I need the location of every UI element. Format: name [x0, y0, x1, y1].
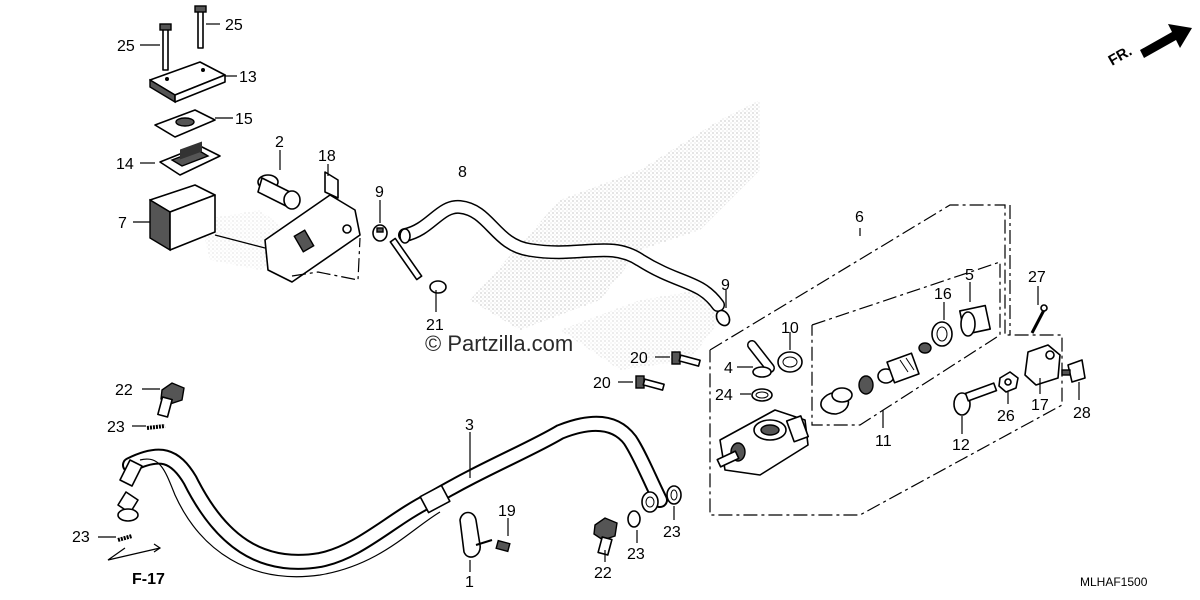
- callout-8: 8: [458, 164, 467, 181]
- callout-24: 24: [715, 387, 733, 404]
- pin-28: [1061, 359, 1086, 383]
- callout-3: 3: [465, 417, 474, 434]
- callout-1: 1: [465, 574, 474, 591]
- hose-clamp-1: [459, 511, 493, 558]
- callout-9-lower: 9: [721, 277, 730, 294]
- callout-18: 18: [318, 148, 336, 165]
- callout-6: 6: [855, 209, 864, 226]
- callout-22-lower: 22: [594, 565, 612, 582]
- washer-23-b: [117, 534, 133, 542]
- hose-clamp-9-lower: [715, 309, 731, 327]
- callout-22-upper: 22: [115, 382, 133, 399]
- reservoir-hose-8: [398, 200, 725, 312]
- callout-13: 13: [239, 69, 257, 86]
- diaphragm-14: [159, 145, 221, 176]
- washer-23-c: [627, 510, 641, 528]
- bolt-25-right: [194, 5, 207, 49]
- reservoir-7: [149, 141, 216, 252]
- callout-25-right: 25: [225, 17, 243, 34]
- hose-fitting-right: [641, 491, 659, 513]
- callout-26: 26: [997, 408, 1015, 425]
- callout-11: 11: [875, 433, 892, 450]
- callout-20-upper: 20: [630, 350, 648, 367]
- joint-4: [747, 340, 775, 378]
- callout-15: 15: [235, 111, 253, 128]
- callout-21: 21: [426, 317, 444, 334]
- nut-26: [998, 371, 1019, 393]
- bolt-20-upper: [671, 351, 701, 367]
- callout-12: 12: [952, 437, 970, 454]
- callout-4: 4: [724, 360, 733, 377]
- callout-9-upper: 9: [375, 184, 384, 201]
- callout-labels: 25 25 13 15 14 7 2 18 9 8 21 6 9 10 4 24…: [72, 17, 1091, 591]
- front-direction-label: FR.: [1106, 43, 1135, 70]
- circlip-10: [777, 351, 803, 373]
- callout-17: 17: [1031, 397, 1049, 414]
- rod-joint-17: [1024, 344, 1061, 386]
- assembly-11-boundary: [811, 261, 1001, 426]
- oil-bolt-22-lower: [593, 517, 618, 556]
- watermark-text: © Partzilla.com: [425, 331, 573, 356]
- snap-ring-16: [931, 321, 953, 347]
- callout-23-right: 23: [663, 524, 681, 541]
- callout-7: 7: [118, 215, 127, 232]
- o-ring-24: [751, 388, 773, 402]
- washer-23-d: [666, 485, 682, 505]
- callout-25-left: 25: [117, 38, 135, 55]
- reservoir-cap-13: [149, 61, 226, 104]
- boot-5: [958, 304, 992, 337]
- connector-2: [257, 174, 301, 210]
- bolt-19: [495, 539, 511, 553]
- front-direction-arrow: FR.: [1106, 24, 1192, 70]
- bolt-20-lower: [635, 375, 665, 391]
- callout-20-lower: 20: [593, 375, 611, 392]
- callout-27: 27: [1028, 269, 1046, 286]
- master-cylinder-body: [716, 409, 810, 476]
- brake-hose-3: [117, 415, 668, 578]
- push-rod-12: [953, 382, 998, 416]
- callout-23-left: 23: [72, 529, 90, 546]
- diaphragm-plate-15: [154, 109, 216, 138]
- callout-23-mid: 23: [627, 546, 645, 563]
- diagram-code: MLHAF1500: [1080, 575, 1148, 589]
- reference-f17: F-17: [132, 571, 165, 588]
- callout-14: 14: [116, 156, 134, 173]
- callout-2: 2: [275, 134, 284, 151]
- bracket-18: [264, 171, 361, 283]
- callout-16: 16: [934, 286, 952, 303]
- bolt-25-left: [159, 23, 172, 71]
- callout-10: 10: [781, 320, 799, 337]
- washer-23-a: [146, 424, 166, 430]
- callout-28: 28: [1073, 405, 1091, 422]
- oil-bolt-22-upper: [157, 382, 185, 418]
- piston-assembly-11: [820, 342, 932, 415]
- hose-clamp-9-upper: [372, 224, 388, 242]
- callout-19: 19: [498, 503, 516, 520]
- callout-23-upper: 23: [107, 419, 125, 436]
- bolt-21: [389, 237, 447, 294]
- callout-5: 5: [965, 267, 974, 284]
- cotter-pin-27: [1030, 304, 1048, 334]
